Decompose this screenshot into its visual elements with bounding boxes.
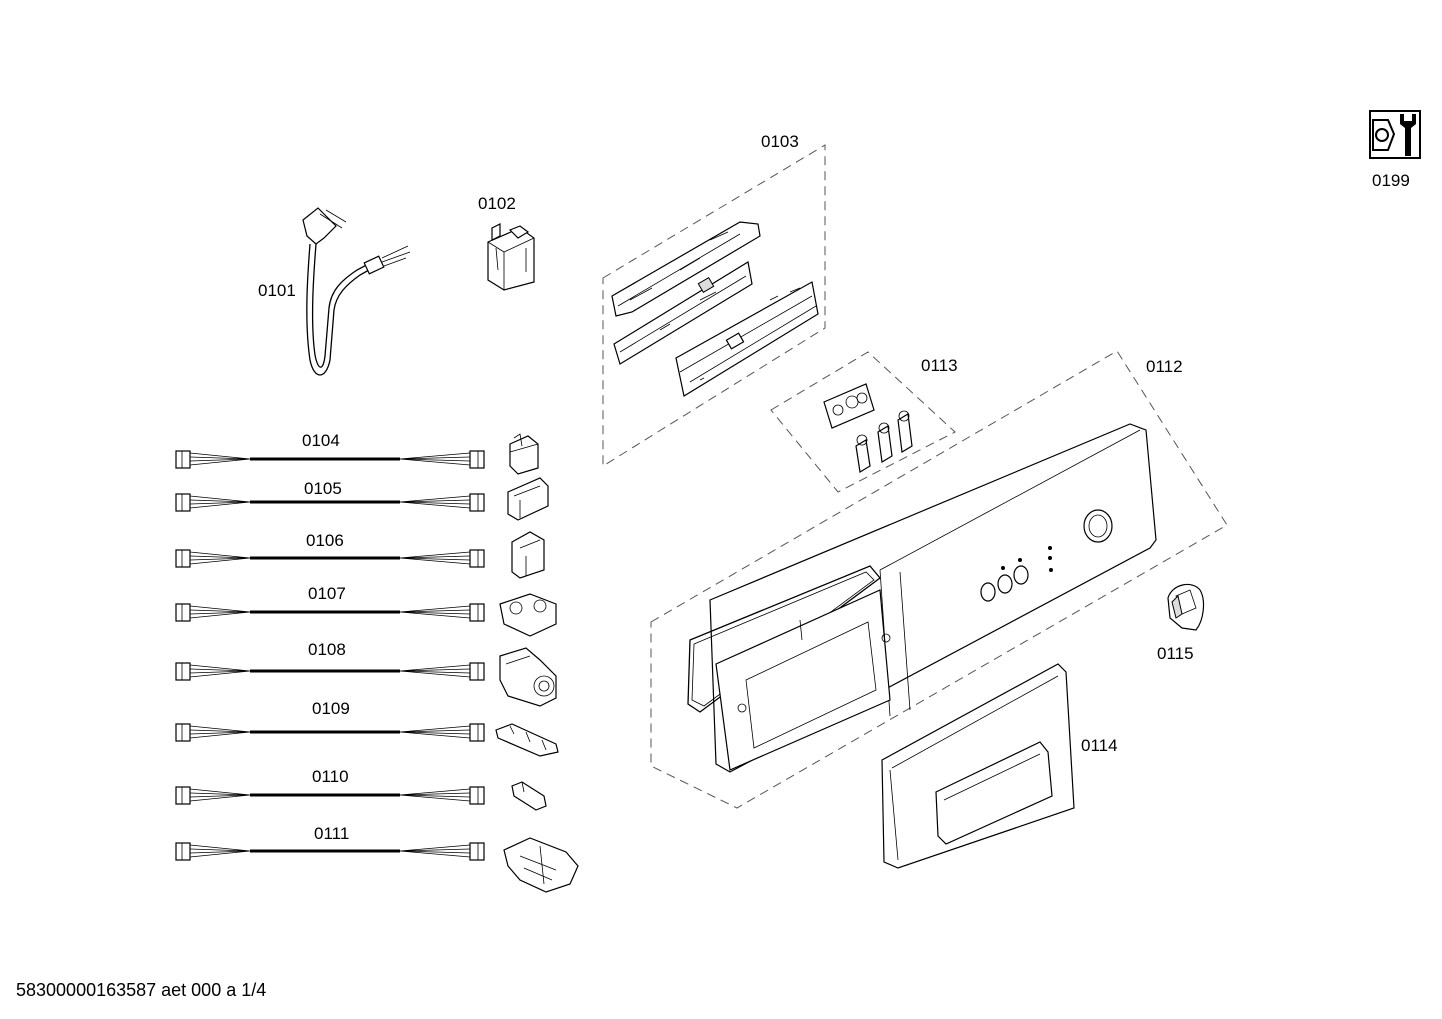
wrench-nut-icon (1369, 110, 1421, 159)
harness-0104 (175, 433, 539, 475)
harness-0105 (175, 477, 549, 521)
switch-module-group (770, 351, 956, 493)
power-cord-part (302, 207, 411, 376)
harness-0111 (175, 837, 579, 893)
label-0103: 0103 (761, 132, 799, 151)
label-0108: 0108 (308, 640, 346, 659)
label-0115: 0115 (1157, 644, 1194, 663)
label-0109: 0109 (312, 699, 350, 718)
label-0110: 0110 (312, 767, 349, 786)
harness-0106 (175, 531, 545, 579)
label-0111: 0111 (314, 824, 349, 843)
label-0104: 0104 (302, 431, 340, 450)
control-panel-group (650, 350, 1228, 809)
label-0107: 0107 (308, 584, 346, 603)
interference-filter-part (487, 223, 535, 291)
label-0102: 0102 (478, 194, 516, 213)
document-id-footer: 58300000163587 aet 000 a 1/4 (16, 980, 267, 1000)
selector-knob-part (1167, 583, 1205, 631)
electronic-module-group (602, 144, 826, 467)
label-0114: 0114 (1081, 736, 1118, 755)
label-0112: 0112 (1146, 357, 1183, 376)
drawer-handle-part (881, 663, 1075, 869)
label-0105: 0105 (304, 479, 342, 498)
label-0106: 0106 (306, 531, 344, 550)
harness-0108 (175, 647, 557, 707)
label-0199: 0199 (1372, 171, 1410, 190)
harness-0107 (175, 593, 557, 637)
harness-0110 (175, 781, 547, 811)
harness-0109 (175, 723, 559, 757)
label-0101: 0101 (258, 281, 296, 300)
label-0113: 0113 (921, 356, 958, 375)
